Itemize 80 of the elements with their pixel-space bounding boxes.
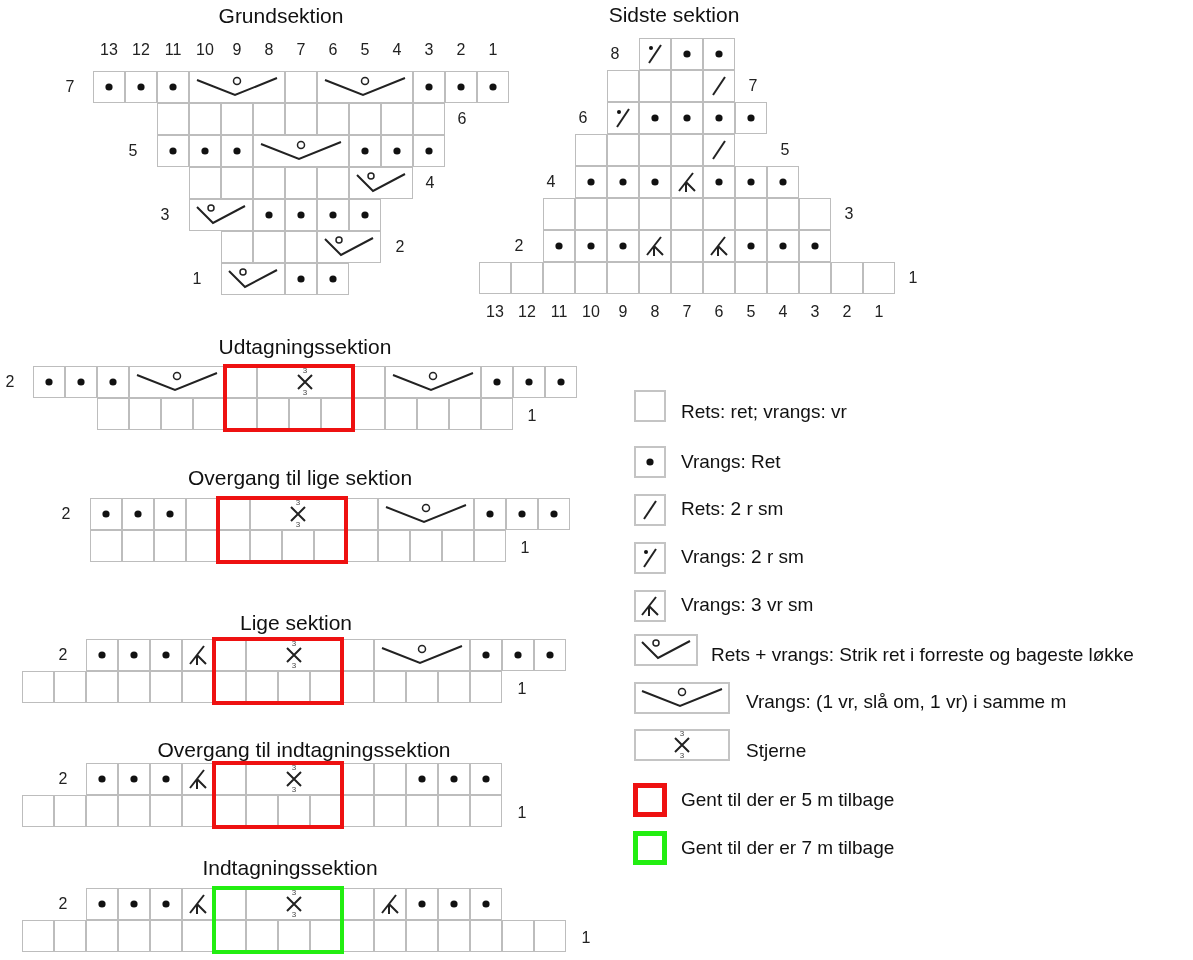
stitch-count: 3 <box>291 662 297 670</box>
column-number: 12 <box>518 304 536 320</box>
column-number: 1 <box>874 304 884 320</box>
row-number: 2 <box>58 896 68 912</box>
section-title: Sidste sektion <box>608 3 740 25</box>
stitch-count: 3 <box>679 730 685 738</box>
legend-text: Rets + vrangs: Strik ret i forreste og bageste løkke <box>711 644 1134 666</box>
column-number: 8 <box>264 42 274 58</box>
row-number: 5 <box>780 142 790 158</box>
row-number: 1 <box>527 408 537 424</box>
column-number: 9 <box>232 42 242 58</box>
stitch-count: 3 <box>679 752 685 760</box>
row-number: 4 <box>546 174 556 190</box>
row-number: 3 <box>844 206 854 222</box>
row-number: 3 <box>160 207 170 223</box>
row-number: 1 <box>517 681 527 697</box>
row-number: 8 <box>610 46 620 62</box>
legend-text: Rets: 2 r sm <box>681 498 784 520</box>
row-number: 7 <box>748 78 758 94</box>
legend-text: Vrangs: 2 r sm <box>681 546 804 568</box>
stitch-count: 3 <box>302 367 308 375</box>
column-number: 11 <box>550 304 568 320</box>
row-number: 6 <box>578 110 588 126</box>
stitch-count: 3 <box>291 889 297 897</box>
legend-text: Gent til der er 5 m tilbage <box>681 789 895 811</box>
row-number: 1 <box>520 540 530 556</box>
column-number: 11 <box>164 42 182 58</box>
row-number: 2 <box>395 239 405 255</box>
row-number: 2 <box>514 238 524 254</box>
column-number: 10 <box>582 304 600 320</box>
column-number: 9 <box>618 304 628 320</box>
column-number: 2 <box>842 304 852 320</box>
stitch-count: 3 <box>291 640 297 648</box>
column-number: 6 <box>328 42 338 58</box>
legend-text: Stjerne <box>746 740 807 762</box>
column-number: 10 <box>196 42 214 58</box>
stitch-count: 3 <box>291 911 297 919</box>
row-number: 2 <box>58 647 68 663</box>
column-number: 3 <box>810 304 820 320</box>
legend-text: Rets: ret; vrangs: vr <box>681 401 847 423</box>
row-number: 1 <box>192 271 202 287</box>
row-number: 1 <box>517 805 527 821</box>
column-number: 7 <box>296 42 306 58</box>
column-number: 2 <box>456 42 466 58</box>
section-title: Lige sektion <box>239 611 353 633</box>
column-number: 13 <box>100 42 118 58</box>
row-number: 4 <box>425 175 435 191</box>
section-title: Udtagningssektion <box>218 335 392 357</box>
stitch-count: 3 <box>295 499 301 507</box>
row-number: 2 <box>5 374 15 390</box>
stitch-count: 3 <box>291 764 297 772</box>
column-number: 13 <box>486 304 504 320</box>
column-number: 4 <box>392 42 402 58</box>
column-number: 5 <box>746 304 756 320</box>
row-number: 6 <box>457 111 467 127</box>
stitch-count: 3 <box>295 521 301 529</box>
legend-text: Vrangs: 3 vr sm <box>681 594 814 616</box>
column-number: 12 <box>132 42 150 58</box>
column-number: 4 <box>778 304 788 320</box>
legend-text: Gent til der er 7 m tilbage <box>681 837 895 859</box>
row-number: 2 <box>61 506 71 522</box>
column-number: 1 <box>488 42 498 58</box>
row-number: 7 <box>65 79 75 95</box>
section-title: Grundsektion <box>218 4 344 26</box>
row-number: 2 <box>58 771 68 787</box>
column-number: 3 <box>424 42 434 58</box>
column-number: 8 <box>650 304 660 320</box>
row-number: 1 <box>581 930 591 946</box>
column-number: 5 <box>360 42 370 58</box>
section-title: Overgang til indtagningssektion <box>157 738 451 760</box>
row-number: 5 <box>128 143 138 159</box>
section-title: Overgang til lige sektion <box>187 466 413 488</box>
column-number: 7 <box>682 304 692 320</box>
stitch-count: 3 <box>291 786 297 794</box>
row-number: 1 <box>908 270 918 286</box>
legend-text: Vrangs: Ret <box>681 451 781 473</box>
legend-text: Vrangs: (1 vr, slå om, 1 vr) i samme m <box>746 691 1067 713</box>
section-title: Indtagningssektion <box>202 856 378 878</box>
column-number: 6 <box>714 304 724 320</box>
stitch-count: 3 <box>302 389 308 397</box>
